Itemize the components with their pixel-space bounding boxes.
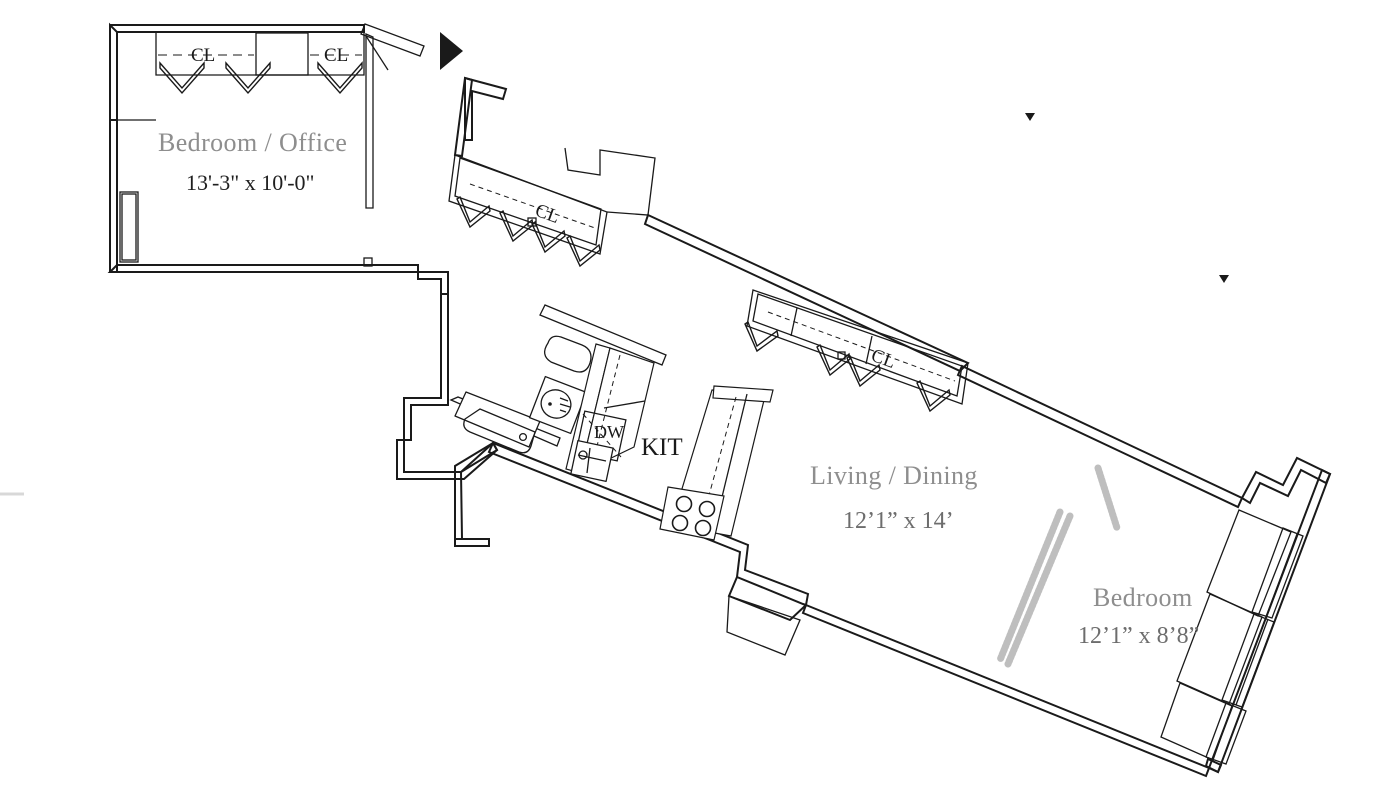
wall-bath-upper-west [403,293,449,441]
ceiling-marker-1 [1025,113,1035,121]
room-label-bedroom: Bedroom [1093,583,1193,612]
wall-sw-bottom [454,538,490,547]
closet-entry-inner [454,157,602,246]
kitchen-cab-div-1 [603,400,646,409]
closet-label-1: CL [191,45,215,66]
living-closet-group [744,289,969,413]
wall-bath-west-jog [396,439,499,480]
range-stove-4-burner [659,486,725,541]
closet-entry-outline [448,154,608,255]
wall-north-to-corner [956,364,1244,509]
room-dim-bedroom: 12’1” x 8’8” [1078,623,1199,649]
window-bedroom-east-upper [1206,509,1304,619]
bedroom-windows [1160,509,1304,765]
closet-entry-rod [469,183,596,229]
bifold-living-1 [744,320,779,353]
room-label-bedroom-office: Bedroom / Office [158,128,347,157]
closet-living-inner [752,293,963,397]
bathroom-group [449,304,667,454]
closet-living-rod [767,311,956,382]
bifold-entry-3 [531,220,566,254]
bathroom-sink [528,375,588,435]
bifold-entry-1 [456,195,491,229]
dishwasher-diagonal [582,413,622,458]
ceiling-markers [1025,113,1229,283]
bifold-living-3 [846,354,881,388]
bifold-entry-4 [566,234,601,268]
door-jamb-office [365,33,374,209]
wall-bath-partition [539,304,667,366]
wall-east-bedroom [1207,468,1332,774]
bifold-door-1 [159,61,205,95]
kitchen-cab-dash-left [591,354,621,467]
proposed-partition-long [1004,512,1074,668]
proposed-partition-short [1094,464,1121,532]
wall-south-jog [487,441,810,607]
toilet [544,335,592,373]
entry-direction-arrow [440,32,463,70]
door-office-entry [360,23,425,209]
threshold-mark-office [363,257,373,267]
wall-office-west [109,22,118,273]
kitchen-counter-right-top [712,385,774,403]
bifold-door-2 [225,61,271,95]
kitchen-cab-dash-right [699,396,737,529]
room-dim-living-dining: 12’1” x 14’ [843,508,954,534]
wall-south-long [801,603,1211,778]
wall-entry-vertical [453,76,474,158]
wall-bumpout-detail [726,595,801,656]
closet-entry-latch [527,217,537,227]
closet-living-latch [837,351,846,360]
kitchen-upper-cabinet [579,347,655,475]
wall-office-south [107,264,419,273]
room-label-living-dining: Living / Dining [810,461,978,490]
wall-office-to-bath [417,271,449,295]
window-bedroom-east-bottom [1160,682,1247,765]
proposed-partition-long-b [996,508,1064,664]
room-bedroom-office [107,22,425,273]
closet-label-2: CL [324,45,348,66]
kitchen-sink [570,439,614,483]
entry-closet-group [448,76,656,268]
kitchen-group [565,343,774,541]
bifold-living-2 [816,343,851,377]
closet-group-office [155,32,365,95]
bifold-door-3 [317,61,363,95]
main-envelope-walls [396,213,1332,778]
door-swing-arc-office [365,35,389,71]
bathtub [454,391,541,454]
closet-living-div-2 [865,335,873,365]
wall-ne-notch [1240,456,1332,505]
closet-label-4: CL [868,345,898,373]
door-leaf-office [360,23,425,57]
wall-entry-room-top [564,147,656,216]
proposed-partitions [996,464,1121,668]
kitchen-label: KIT [641,434,683,461]
closet-center-box [255,32,309,76]
dishwasher-label: DW [594,422,624,442]
bifold-living-4 [916,379,951,413]
wall-south-bumpout [727,576,807,622]
window-office-west [119,191,139,263]
room-dim-bedroom-office: 13'-3" x 10'-0" [186,170,315,195]
ceiling-marker-2 [1219,275,1229,283]
closet-living-outline [746,289,969,405]
